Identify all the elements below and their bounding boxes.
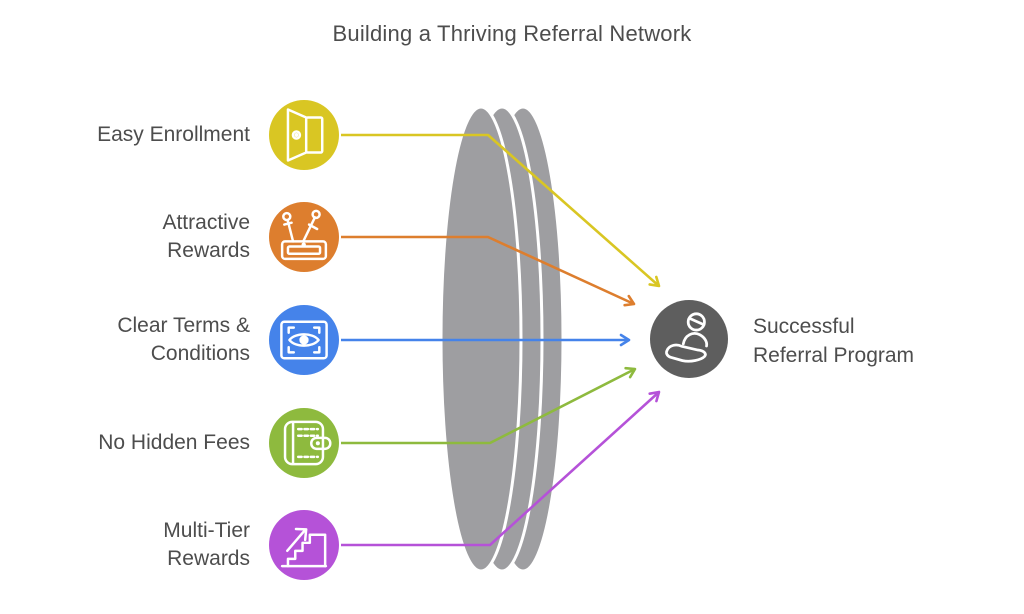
item-no-hidden-fees: No Hidden Fees	[50, 408, 339, 478]
arrow-multi-tier	[341, 390, 661, 547]
rewards-toolbox-icon	[269, 202, 339, 272]
eye-preview-icon	[269, 305, 339, 375]
item-easy-enrollment: Easy Enrollment	[50, 100, 339, 170]
item-label: Clear Terms &Conditions	[117, 314, 250, 365]
result-label: Successful Referral Program	[753, 315, 915, 367]
open-door-icon	[269, 100, 339, 170]
arrow-attractive-rewards	[341, 235, 636, 307]
rising-stairs-icon	[269, 510, 339, 580]
arrow-no-hidden-fees	[341, 366, 637, 445]
arrow-easy-enrollment	[341, 133, 661, 288]
wallet-icon	[269, 408, 339, 478]
diagram-title: Building a Thriving Referral Network	[332, 21, 692, 46]
hand-holding-person-icon	[650, 300, 728, 378]
item-label: Easy Enrollment	[97, 123, 250, 146]
item-clear-terms: Clear Terms &Conditions	[50, 305, 339, 375]
item-label: No Hidden Fees	[98, 431, 250, 454]
